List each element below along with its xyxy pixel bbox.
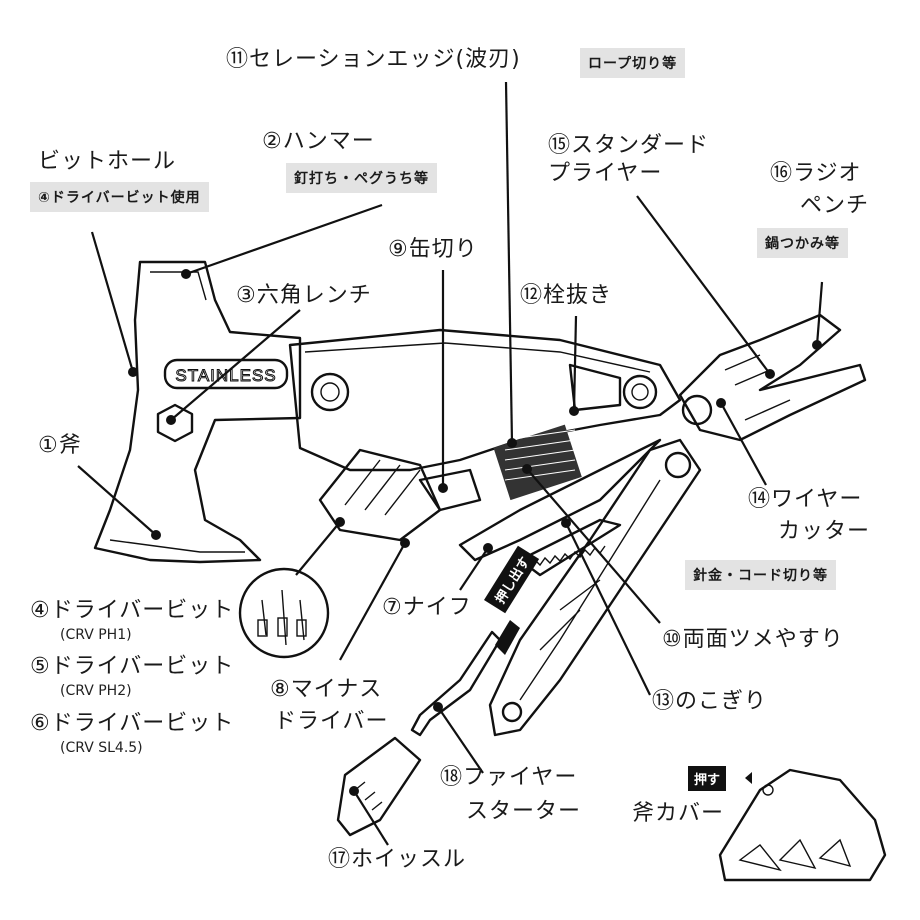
label-hammer: ②ハンマー xyxy=(262,129,375,154)
label-axe: ①斧 xyxy=(38,433,82,458)
plier-handle xyxy=(488,438,702,737)
label-axe-cover: 斧カバー xyxy=(632,801,725,826)
plier-jaws xyxy=(678,313,867,442)
axe-head xyxy=(93,260,302,564)
badge-push: 押す xyxy=(688,766,727,791)
label-serration: ⑪セレーションエッジ(波刃) xyxy=(226,47,521,72)
label-saw: ⑬のこぎり xyxy=(652,689,768,714)
tag-wire: 針金・コード切り等 xyxy=(685,560,836,590)
bits-callout-circle xyxy=(238,567,330,659)
tag-bit-hole: ④ドライバービット使用 xyxy=(30,182,209,212)
handle-body xyxy=(288,328,682,472)
label-file: ⑩両面ツメやすり xyxy=(662,627,844,652)
handle-rivet xyxy=(664,451,692,479)
label-bit5-sub: (CRV PH2) xyxy=(60,683,132,699)
stainless-plate xyxy=(163,358,289,390)
tag-hammer: 釘打ち・ペグうち等 xyxy=(286,163,437,193)
pivot xyxy=(681,394,713,426)
label-bit4: ④ドライバービット xyxy=(30,598,235,623)
tag-serration: ロープ切り等 xyxy=(580,48,686,78)
label-fire-line2: スターター xyxy=(466,799,582,824)
label-radio-line2: ペンチ xyxy=(800,193,870,218)
stainless-engraving: STAINLESS xyxy=(175,366,276,385)
rivet-right xyxy=(622,374,658,410)
label-radio-line1: ⑯ラジオ xyxy=(770,161,862,186)
rivet-left xyxy=(310,372,350,412)
axe-cover xyxy=(718,768,887,882)
label-bit-hole: ビットホール xyxy=(38,149,177,174)
label-hex-wrench: ③六角レンチ xyxy=(236,283,372,308)
file-crosshatch xyxy=(493,424,582,501)
label-minus-line2: ドライバー xyxy=(274,709,389,734)
label-standard-plier: ⑮スタンダード プライヤー xyxy=(548,133,710,186)
whistle xyxy=(336,736,422,837)
label-knife: ⑦ナイフ xyxy=(382,595,472,620)
label-bottle-opener: ⑫栓抜き xyxy=(520,283,613,308)
label-minus-line1: ⑧マイナス xyxy=(270,677,383,702)
label-whistle: ⑰ホイッスル xyxy=(328,847,467,872)
label-bit6-sub: (CRV SL4.5) xyxy=(60,740,143,756)
hex-wrench-hole xyxy=(156,403,194,443)
tag-radio: 鍋つかみ等 xyxy=(757,228,848,258)
label-bit4-sub: (CRV PH1) xyxy=(60,627,132,643)
label-wire-line1: ⑭ワイヤー xyxy=(748,487,863,512)
label-bit5: ⑤ドライバービット xyxy=(30,654,235,679)
label-fire-line1: ⑱ファイヤー xyxy=(440,765,578,790)
label-wire-line2: カッター xyxy=(778,519,871,544)
label-bit6: ⑥ドライバービット xyxy=(30,711,235,736)
fire-starter-arm xyxy=(410,630,502,737)
label-can-opener: ⑨缶切り xyxy=(388,237,478,262)
saw-blade xyxy=(518,518,622,577)
